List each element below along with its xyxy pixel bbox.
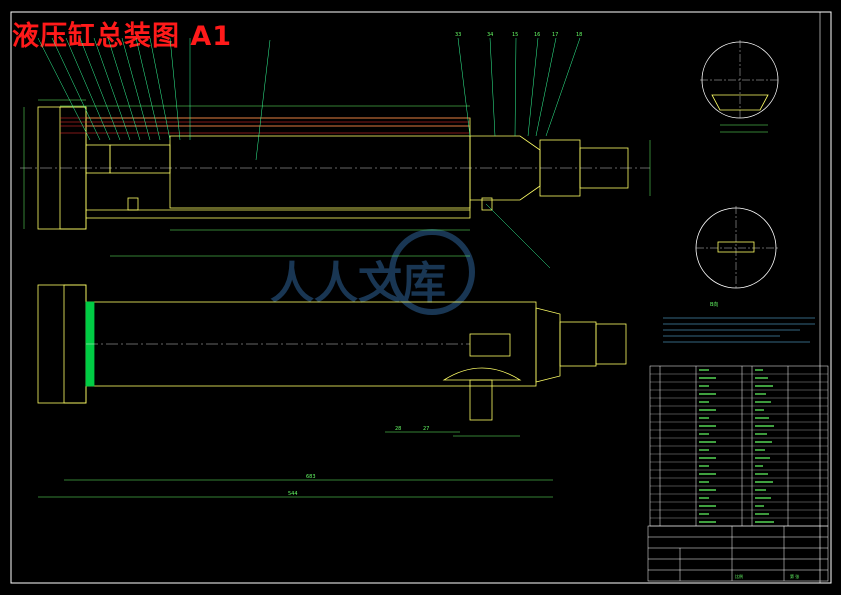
barrel-hatch [60,117,470,134]
oil-cup [442,367,522,381]
technical-notes [663,317,815,343]
top-view-assembly [20,106,650,230]
dim-27: 27 [423,426,429,432]
piston-rod [169,135,471,209]
section-view-b [695,206,780,290]
port-left [127,197,139,211]
port-right [481,197,493,211]
bottom-port [469,333,511,357]
bottom-rod-end [559,321,597,367]
bottom-flange [37,284,87,404]
drawing-title: 液压缸总装图 A1 [12,21,233,52]
top-view-dimensions [23,99,651,257]
watermark-logo: 人人文库 [270,229,475,315]
dim-28: 28 [395,426,401,432]
bottom-view-dimensions [38,431,553,498]
title-block [647,525,829,582]
balloon-labels-top: 33 34 15 16 17 18 [455,32,582,38]
piston [85,144,111,174]
balloon-leaders-top [37,37,581,269]
balloon-18: 18 [576,32,582,38]
section-view-a [700,40,780,120]
dim-overall-length: 683 [306,474,316,480]
bom-text-marks [699,369,774,523]
title-block-sheet: 第 张 [790,573,799,579]
dim-total-length: 544 [288,491,298,497]
bom-rows [650,373,828,519]
balloon-33: 33 [455,32,461,38]
balloon-16: 16 [534,32,540,38]
watermark-text: 人人文库 [270,258,446,309]
drawing-frame [10,11,832,584]
view-b-label: B向 [710,301,718,308]
balloon-15: 15 [512,32,518,38]
balloon-34: 34 [487,32,493,38]
balloon-17: 17 [552,32,558,38]
title-block-scale: 比例 [735,573,743,579]
bottom-view-assembly [37,284,627,421]
